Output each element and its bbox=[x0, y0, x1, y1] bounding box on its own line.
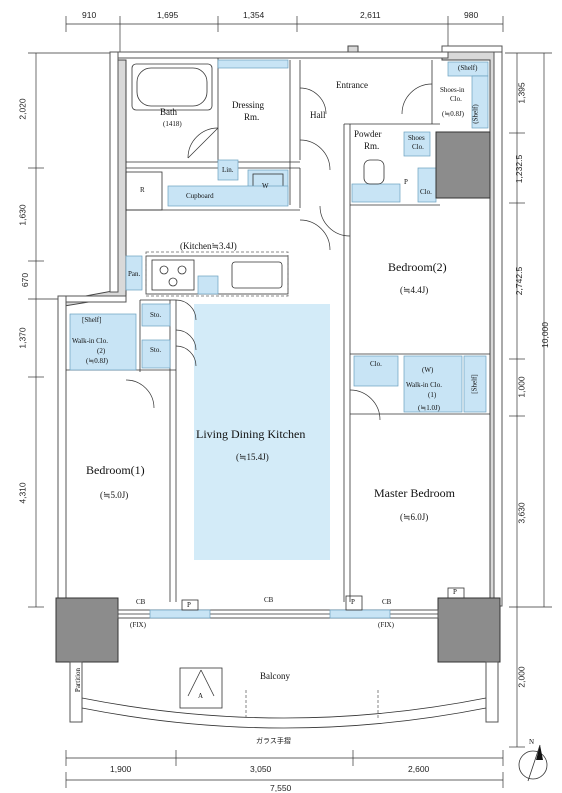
label-master-bedroom: Master Bedroom bbox=[374, 486, 455, 500]
dim-right-total: 10,000 bbox=[540, 322, 550, 348]
label-wic2-num: (2) bbox=[97, 347, 106, 355]
label-powder-rm: Rm. bbox=[364, 141, 380, 151]
label-wic1-size: (≒1.0J) bbox=[418, 404, 441, 412]
label-bath-size: (1418) bbox=[163, 120, 182, 128]
entrance-closets bbox=[351, 61, 491, 203]
dim-bottom-3: 2,600 bbox=[408, 764, 430, 774]
label-wic1-num: (1) bbox=[428, 391, 437, 399]
top-dimension-line bbox=[65, 16, 504, 56]
dim-top-5: 980 bbox=[464, 10, 479, 20]
label-bedroom-2: Bedroom(2) bbox=[388, 260, 447, 274]
right-dimension-line bbox=[505, 52, 552, 748]
label-glass-rail: ガラス手摺 bbox=[256, 737, 291, 745]
dim-right-3: 2,742.5 bbox=[514, 266, 525, 296]
label-p-1: P bbox=[187, 601, 191, 609]
label-wic2: Walk-in Clo. bbox=[72, 337, 108, 345]
label-washer: W bbox=[262, 182, 269, 190]
dim-top-4: 2,611 bbox=[360, 10, 381, 20]
label-dressing-rm: Rm. bbox=[244, 112, 260, 122]
label-wic2-shelf: [Shelf] bbox=[82, 316, 102, 324]
label-fix-1: (FIX) bbox=[130, 621, 146, 629]
label-bath: Bath bbox=[160, 107, 177, 117]
label-bedroom-2-closet: Clo. bbox=[370, 360, 382, 368]
dim-right-2: 1,232.5 bbox=[514, 154, 525, 184]
label-partition: Partition bbox=[74, 667, 83, 693]
label-ldk: Living Dining Kitchen bbox=[196, 427, 306, 441]
dim-left-5: 4,310 bbox=[17, 482, 28, 504]
dim-bottom-1: 1,900 bbox=[110, 764, 132, 774]
dim-left-2: 1,630 bbox=[17, 204, 28, 226]
label-bedroom-1-size: (≒5.0J) bbox=[100, 490, 129, 500]
label-balcony: Balcony bbox=[260, 671, 290, 681]
label-master-bedroom-size: (≒6.0J) bbox=[400, 512, 429, 522]
label-shoes-clo: Shoes bbox=[408, 134, 425, 142]
label-p-3: P bbox=[453, 588, 457, 596]
label-wic2-size: (≒0.8J) bbox=[86, 357, 109, 365]
exterior-walls bbox=[57, 45, 503, 607]
label-hall: Hall bbox=[310, 110, 326, 120]
label-closet-small: Clo. bbox=[420, 188, 432, 196]
label-bedroom-1: Bedroom(1) bbox=[86, 463, 145, 477]
balcony-area bbox=[69, 661, 499, 729]
label-entrance: Entrance bbox=[336, 80, 368, 90]
label-p-2: P bbox=[351, 598, 355, 606]
dim-top-2: 1,695 bbox=[157, 10, 179, 20]
door-swings bbox=[125, 83, 433, 421]
label-storage-2: Sto. bbox=[150, 346, 162, 354]
dim-top-3: 1,354 bbox=[243, 10, 265, 20]
label-hatch: A bbox=[198, 692, 204, 700]
label-pipe-space: P bbox=[404, 178, 408, 186]
label-linen: Lin. bbox=[222, 166, 234, 174]
label-shoesin-size: (≒0.8J) bbox=[442, 110, 465, 118]
dim-bottom-2: 3,050 bbox=[250, 764, 272, 774]
compass-icon bbox=[518, 744, 548, 782]
label-cb-2: CB bbox=[264, 596, 274, 604]
label-cupboard: Cupboard bbox=[186, 192, 214, 200]
label-storage-1: Sto. bbox=[150, 311, 162, 319]
label-shoes-clo-2: Clo. bbox=[412, 143, 424, 151]
dim-right-4: 1,000 bbox=[516, 376, 527, 398]
dim-right-6: 2,000 bbox=[516, 666, 527, 688]
label-pantry: Pan. bbox=[128, 270, 141, 278]
label-shoesin-shelf-v: (Shelf) bbox=[471, 104, 480, 124]
label-cb-1: CB bbox=[136, 598, 146, 606]
dim-right-1: 1,395 bbox=[516, 82, 527, 104]
label-shoesin: Shoes-in bbox=[440, 86, 465, 94]
kitchen-fixtures bbox=[125, 171, 289, 297]
dim-bottom-total: 7,550 bbox=[270, 783, 292, 793]
label-wic1-w: (W) bbox=[422, 366, 434, 374]
dim-left-1: 2,020 bbox=[17, 98, 28, 120]
label-wic1-shelf: [Shelf] bbox=[470, 374, 479, 394]
label-fix-2: (FIX) bbox=[378, 621, 394, 629]
window-sash bbox=[117, 587, 465, 619]
label-dressing: Dressing bbox=[232, 100, 264, 110]
pillar-left bbox=[55, 597, 119, 663]
dim-right-5: 3,630 bbox=[516, 502, 527, 524]
interior-walls bbox=[66, 58, 490, 602]
ldk-area bbox=[194, 304, 330, 560]
bedroom-closets bbox=[69, 303, 487, 413]
bottom-dimension-line bbox=[65, 750, 504, 788]
dim-top-1: 910 bbox=[82, 10, 97, 20]
label-shoesin-shelf: (Shelf) bbox=[458, 64, 478, 72]
dim-left-4: 1,370 bbox=[17, 327, 28, 349]
label-cb-3: CB bbox=[382, 598, 392, 606]
label-compass-north: N bbox=[529, 738, 535, 746]
label-bedroom-2-size: (≒4.4J) bbox=[400, 285, 429, 295]
label-shoesin-clo: Clo. bbox=[450, 95, 462, 103]
label-powder: Powder bbox=[354, 129, 382, 139]
label-ldk-size: (≒15.4J) bbox=[236, 452, 269, 462]
label-kitchen: (Kitchen≒3.4J) bbox=[180, 241, 237, 251]
label-refrigerator: R bbox=[140, 186, 145, 194]
dim-left-3: 670 bbox=[20, 272, 31, 288]
pillar-right bbox=[437, 597, 501, 663]
label-wic1: Walk-in Clo. bbox=[406, 381, 442, 389]
